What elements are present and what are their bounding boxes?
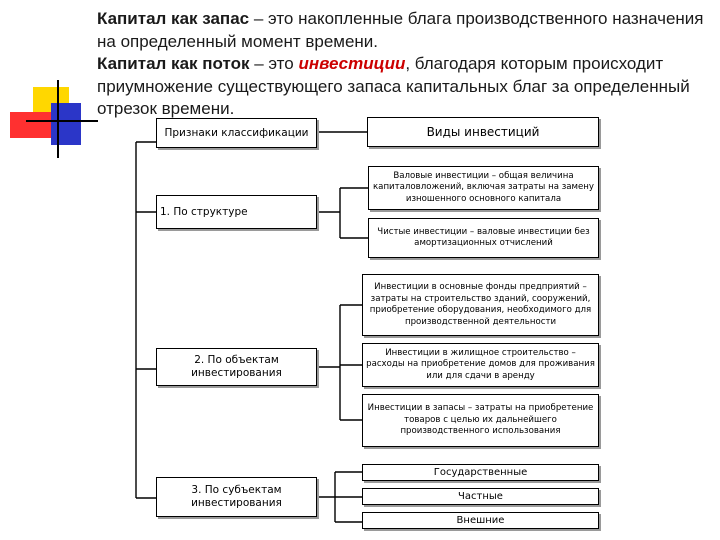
decor-vertical-line bbox=[57, 80, 59, 158]
item-housing: Инвестиции в жилищное строительство – ра… bbox=[362, 343, 599, 387]
item-text: Инвестиции в жилищное строительство – ра… bbox=[366, 347, 595, 381]
group-label-structure: 1. По структуре bbox=[160, 205, 248, 218]
item-text: Инвестиции в основные фонды предприятий … bbox=[369, 282, 592, 327]
item-text: Внешние bbox=[456, 514, 505, 526]
group-structure-box: 1. По структуре bbox=[156, 195, 317, 229]
intro-line-stock: Капитал как запас – это накопленные благ… bbox=[97, 8, 709, 53]
decor-red-square bbox=[10, 112, 52, 138]
group-objects-box: 2. По объектам инвестирования bbox=[156, 348, 317, 386]
item-text: Частные bbox=[458, 490, 503, 502]
group-label-subjects: 3. По субъектам инвестирования bbox=[191, 484, 282, 509]
term-flow: Капитал как поток bbox=[97, 54, 250, 73]
intro-line-flow: Капитал как поток – это инвестиции, благ… bbox=[97, 53, 709, 121]
item-gross-investment: Валовые инвестиции – общая величина капи… bbox=[368, 166, 599, 210]
item-inventories: Инвестиции в запасы – затраты на приобре… bbox=[362, 394, 599, 447]
group-subjects-box: 3. По субъектам инвестирования bbox=[156, 477, 317, 517]
flow-definition: , благодаря которым происходит приумноже… bbox=[97, 54, 690, 118]
decor-horizontal-line bbox=[26, 120, 98, 122]
item-foreign: Внешние bbox=[362, 512, 599, 529]
criteria-header: Признаки классификации bbox=[164, 126, 309, 139]
term-stock: Капитал как запас bbox=[97, 9, 250, 28]
stock-definition: – это накопленные блага производственног… bbox=[97, 9, 704, 51]
item-text: Государственные bbox=[433, 466, 528, 478]
item-text: Чистые инвестиции – валовые инвестиции б… bbox=[377, 226, 590, 249]
decor-blue-square bbox=[51, 103, 81, 145]
item-net-investment: Чистые инвестиции – валовые инвестиции б… bbox=[368, 218, 599, 258]
term-investments: инвестиции bbox=[298, 54, 406, 73]
group-label-objects: 2. По объектам инвестирования bbox=[191, 354, 282, 379]
item-text: Валовые инвестиции – общая величина капи… bbox=[372, 170, 595, 204]
item-fixed-assets: Инвестиции в основные фонды предприятий … bbox=[362, 274, 599, 336]
intro-text: Капитал как запас – это накопленные благ… bbox=[97, 8, 709, 121]
flow-dash: – это bbox=[249, 54, 299, 73]
types-header-box: Виды инвестиций bbox=[367, 117, 599, 147]
criteria-header-box: Признаки классификации bbox=[156, 118, 317, 148]
item-text: Инвестиции в запасы – затраты на приобре… bbox=[367, 403, 594, 437]
item-private: Частные bbox=[362, 488, 599, 505]
types-header: Виды инвестиций bbox=[426, 125, 540, 139]
item-state: Государственные bbox=[362, 464, 599, 481]
